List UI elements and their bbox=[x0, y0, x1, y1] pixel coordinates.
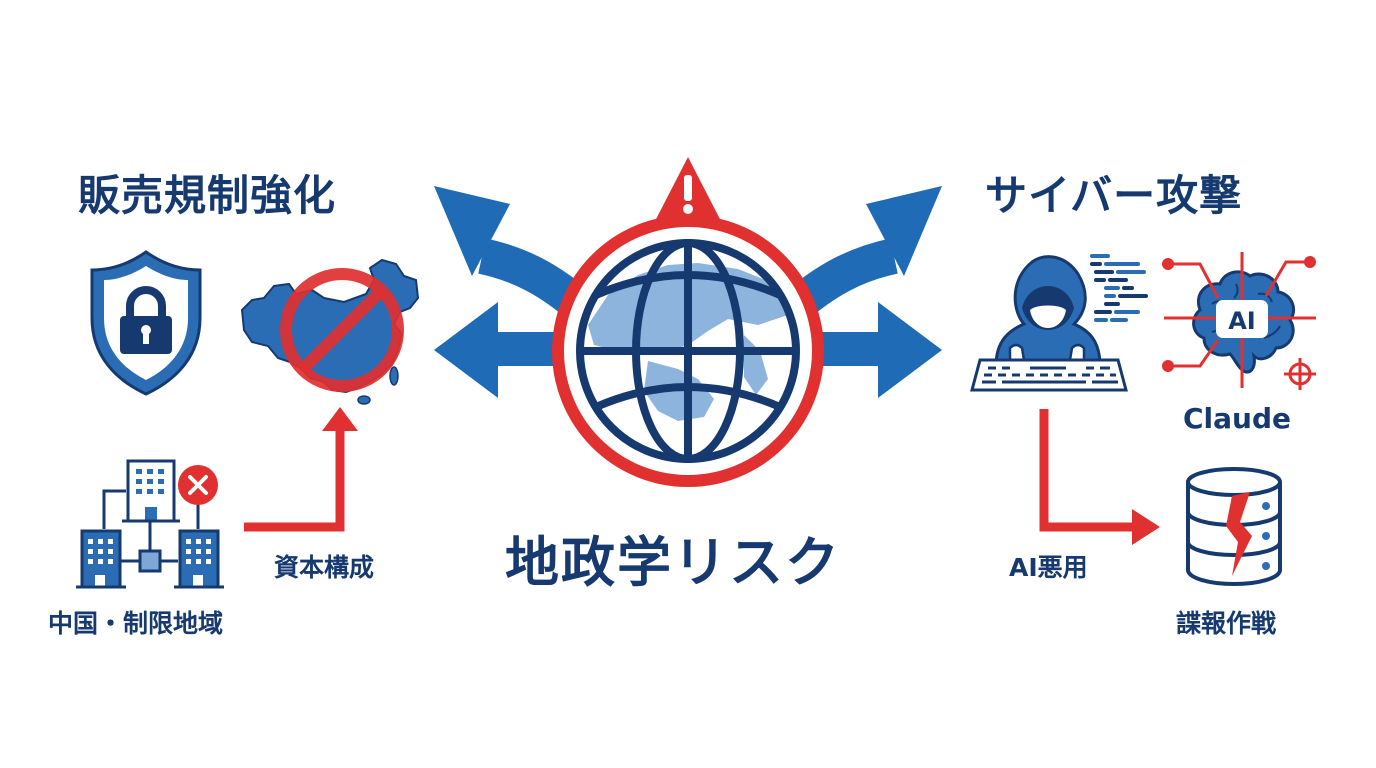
claude-label: Claude bbox=[1183, 402, 1292, 435]
ai-badge: AI bbox=[1228, 307, 1256, 335]
china-map-prohibited-icon bbox=[234, 250, 424, 410]
capital-structure-label: 資本構成 bbox=[274, 553, 375, 582]
ai-brain-circuit-icon: AI bbox=[1160, 248, 1320, 398]
espionage-label: 諜報作戦 bbox=[1176, 609, 1277, 638]
ai-misuse-label: AI悪用 bbox=[1009, 553, 1088, 582]
geopolitical-risk-title: 地政学リスク bbox=[505, 531, 841, 594]
regulation-title: 販売規制強化 bbox=[78, 171, 337, 220]
shield-lock-icon bbox=[86, 248, 206, 398]
hacker-keyboard-icon bbox=[966, 250, 1151, 395]
restricted-region-label: 中国・制限地域 bbox=[48, 609, 224, 638]
capital-arrow-icon bbox=[244, 405, 364, 535]
buildings-network-blocked-icon bbox=[70, 455, 230, 590]
database-breach-icon bbox=[1184, 466, 1284, 588]
globe-warning-icon bbox=[548, 155, 828, 495]
ai-misuse-arrow-icon bbox=[1036, 405, 1166, 545]
cyber-attack-title: サイバー攻撃 bbox=[985, 171, 1243, 220]
